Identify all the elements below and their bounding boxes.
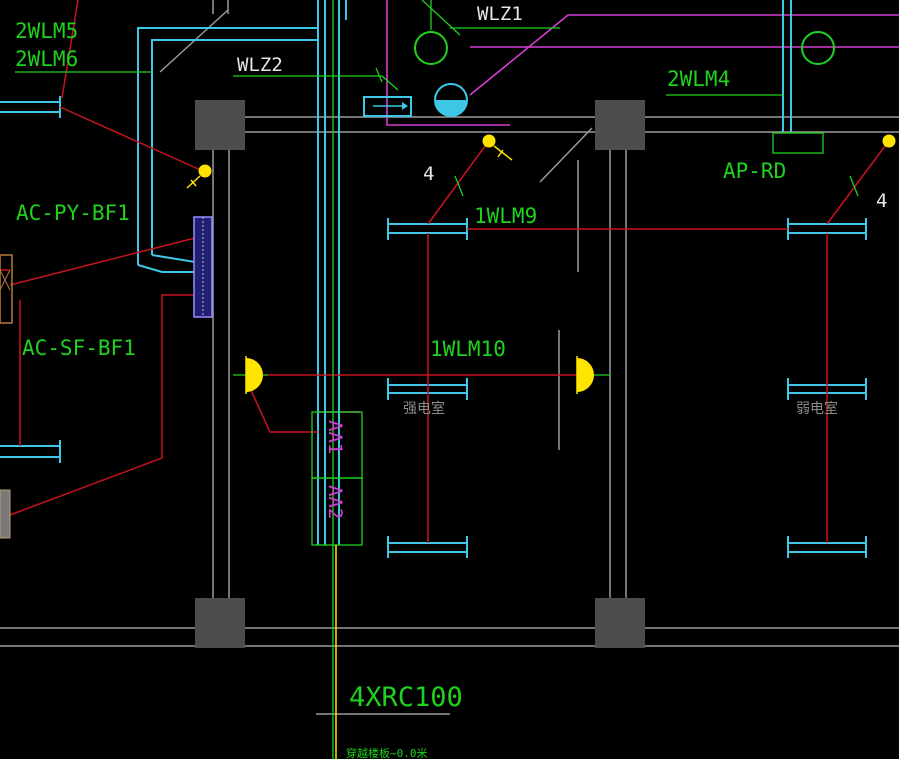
label-count-left: 4 <box>423 163 434 185</box>
wall-light-left-icon <box>245 356 263 394</box>
lamp-key-right-icon <box>882 134 896 148</box>
label-room-strong: 强电室 <box>403 400 445 417</box>
water-tank-icon <box>434 83 468 117</box>
equipment <box>0 31 896 539</box>
label-1wlm9[interactable]: 1WLM9 <box>474 204 537 228</box>
distribution-box-icon <box>193 216 213 318</box>
label-aa2[interactable]: AA2 <box>324 485 346 519</box>
aa2-cabinet <box>311 477 363 546</box>
label-2wlm6[interactable]: 2WLM6 <box>15 47 78 71</box>
red-wiring <box>0 0 889 543</box>
fan-circle-icon <box>414 31 448 65</box>
label-2wlm4[interactable]: 2WLM4 <box>667 67 730 91</box>
label-ac-sf-bf1[interactable]: AC-SF-BF1 <box>22 336 136 360</box>
label-room-weak: 弱电室 <box>796 400 838 417</box>
lamp-key-center-icon <box>482 134 513 161</box>
green-circuits <box>15 0 859 759</box>
pump-box-icon <box>363 96 412 117</box>
label-wlz1[interactable]: WLZ1 <box>477 3 523 25</box>
label-bottom-note: 穿越楼板~0.0米 <box>346 746 428 759</box>
label-1wlm10[interactable]: 1WLM10 <box>430 337 506 361</box>
cable-trays <box>387 218 867 558</box>
column-bottom-right <box>595 598 645 648</box>
fan-circle-right-icon <box>801 31 835 65</box>
column-bottom-left <box>195 598 245 648</box>
label-count-right: 4 <box>876 190 887 212</box>
label-aa1[interactable]: AA1 <box>324 420 346 454</box>
lamp-key-left-icon <box>186 164 212 189</box>
wall-light-right-icon <box>576 356 594 394</box>
column-top-right <box>595 100 645 150</box>
left-edge-hatch-icon <box>0 489 11 539</box>
structural-columns <box>195 100 645 648</box>
column-top-left <box>195 100 245 150</box>
ap-rd-panel <box>772 132 824 154</box>
label-ac-py-bf1[interactable]: AC-PY-BF1 <box>16 201 130 225</box>
cyan-ducts <box>0 0 792 545</box>
label-wlz2[interactable]: WLZ2 <box>237 54 283 76</box>
labels: 2WLM5 2WLM6 WLZ2 WLZ1 2WLM4 AP-RD AC-PY-… <box>15 3 887 759</box>
label-4xrc100[interactable]: 4XRC100 <box>349 682 463 713</box>
left-edge-box-icon <box>0 254 13 324</box>
label-ap-rd[interactable]: AP-RD <box>723 159 786 183</box>
label-2wlm5[interactable]: 2WLM5 <box>15 19 78 43</box>
